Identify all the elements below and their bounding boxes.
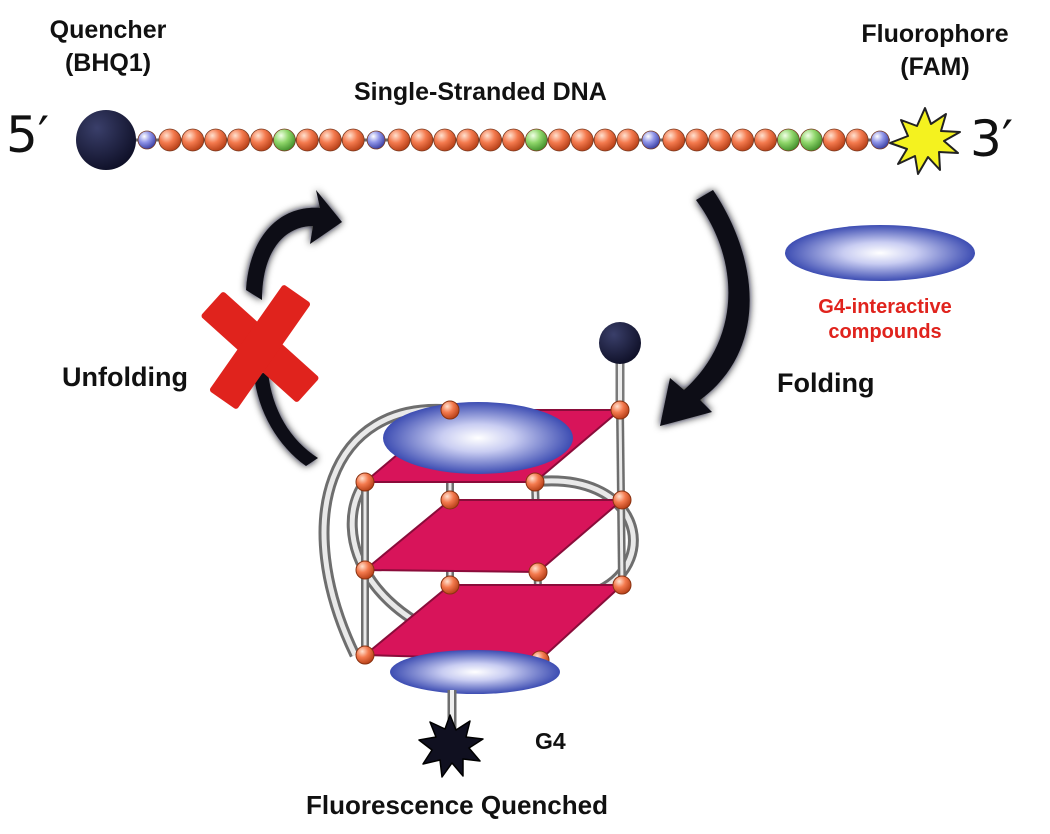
nucleotide-bead-orange <box>387 128 411 152</box>
nucleotide-bead-orange <box>708 128 732 152</box>
folded-quencher-sphere <box>599 322 641 364</box>
nucleotide-bead-blue <box>870 130 890 150</box>
nucleotide-bead-orange <box>204 128 228 152</box>
nucleotide-bead-blue <box>641 130 661 150</box>
unfolding-label: Unfolding <box>62 362 188 392</box>
inhibition-cross-icon <box>201 285 319 409</box>
nucleotide-bead-orange <box>754 128 777 152</box>
nucleotide-bead-orange <box>433 128 457 152</box>
tetrad-plane-bottom <box>362 584 625 662</box>
bound-compound-bottom <box>390 650 560 694</box>
bound-compound-top <box>383 402 573 474</box>
nucleotide-bead-orange <box>295 128 319 152</box>
strand-label: Single-Stranded DNA <box>354 78 607 106</box>
folding-arrow <box>660 190 750 426</box>
nucleotide-bead-green <box>525 128 548 152</box>
three-prime-label: 3′ <box>970 110 1014 168</box>
nucleotide-bead-green <box>799 128 823 152</box>
fluorophore-star-icon <box>889 107 961 175</box>
compound-legend-label: G4-interactive compounds <box>818 296 952 343</box>
g-quadruplex <box>318 322 641 735</box>
quenched-fluorophore-star-icon <box>418 714 484 778</box>
nucleotide-bead-orange <box>410 128 434 152</box>
five-prime-label: 5′ <box>6 106 50 164</box>
nucleotide-bead-orange <box>158 128 182 152</box>
nucleotide-bead-orange <box>456 128 480 152</box>
nucleotide-bead-orange <box>479 128 503 152</box>
nucleotide-bead-orange <box>845 128 869 152</box>
nucleotide-bead-orange <box>616 128 640 152</box>
g4-label: G4 <box>535 728 566 754</box>
nucleotide-bead-orange <box>593 128 617 152</box>
nucleotide-bead-orange <box>685 128 709 152</box>
nucleotide-bead-orange <box>547 128 571 152</box>
nucleotide-bead-orange <box>731 128 754 152</box>
nucleotide-bead-green <box>272 128 296 152</box>
nucleotide-bead-orange <box>250 128 273 152</box>
nucleotide-bead-orange <box>227 128 251 152</box>
fluorescence-quenched-label: Fluorescence Quenched <box>306 790 608 820</box>
nucleotide-bead-orange <box>181 128 205 152</box>
quencher-sphere <box>76 110 136 170</box>
nucleotide-bead-blue <box>366 130 386 150</box>
nucleotide-bead-orange <box>502 128 525 152</box>
nucleotide-bead-orange <box>570 128 594 152</box>
nucleotide-bead-orange <box>318 128 342 152</box>
nucleotide-bead-blue <box>137 130 157 150</box>
fluorophore-label: Fluorophore (FAM) <box>861 20 1009 81</box>
unfolding-arrow-lower <box>254 372 318 466</box>
nucleotide-bead-orange <box>822 128 846 152</box>
compound-legend-ellipse <box>785 225 975 281</box>
unfolding-arrow-upper <box>246 190 342 300</box>
nucleotide-bead-orange <box>662 128 686 152</box>
quencher-label: Quencher (BHQ1) <box>49 16 167 77</box>
nucleotide-bead-green <box>777 128 800 152</box>
nucleotide-bead-orange <box>341 128 365 152</box>
tetrad-plane-middle <box>362 499 625 574</box>
strand-beads <box>137 128 890 152</box>
folding-label: Folding <box>777 368 875 398</box>
